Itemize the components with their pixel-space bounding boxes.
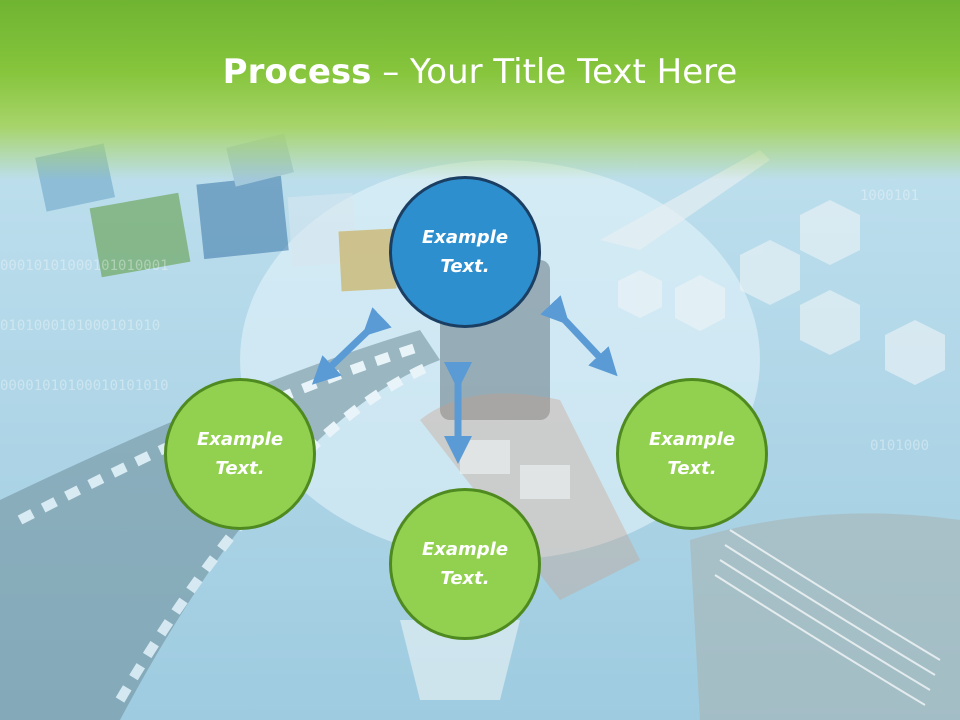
node-left-line1: Example [196,429,284,450]
arrow-top-left [311,307,392,385]
title-bar [0,0,960,180]
node-bottom-line2: Text. [440,568,490,589]
svg-text:0101000101000101010: 0101000101000101010 [0,318,160,334]
title-bold: Process [222,52,372,92]
svg-text:0101000: 0101000 [870,438,929,454]
svg-text:00010101000101010001: 00010101000101010001 [0,258,169,274]
svg-text:1000101: 1000101 [860,188,919,204]
title-rest: Your Title Text Here [410,52,738,92]
node-top-line1: Example [421,227,509,248]
node-bottom-line1: Example [421,539,509,560]
node-right-line1: Example [648,429,736,450]
node-top-line2: Text. [440,256,490,277]
arrow-top-right [540,295,618,377]
node-right-line2: Text. [667,458,717,479]
page-title: Process – Your Title Text Here [0,52,960,92]
svg-text:00001010100010101010: 00001010100010101010 [0,378,169,394]
node-left-line2: Text. [215,458,265,479]
title-dash: – [371,52,411,92]
